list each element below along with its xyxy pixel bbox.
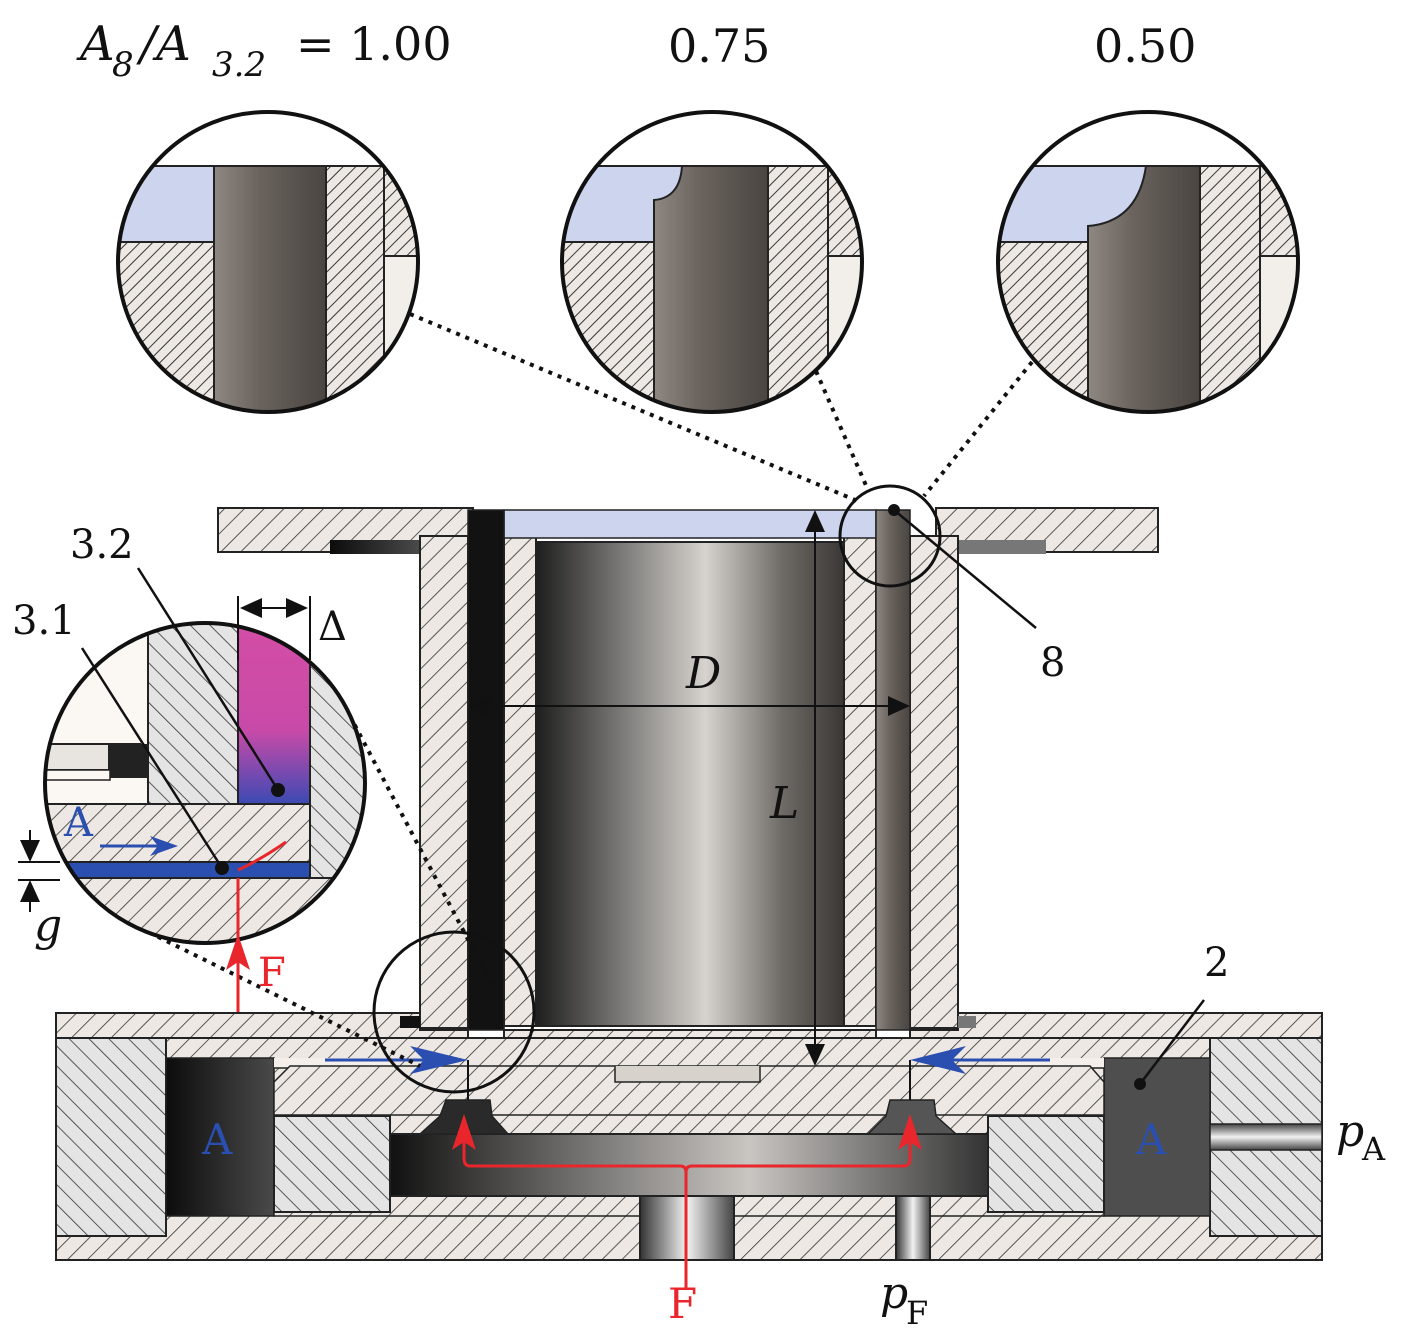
label-pa-sub: A <box>1361 1130 1386 1168</box>
ratio-title-sub8: 8 <box>112 45 134 85</box>
outer-wall-right <box>909 535 959 1029</box>
leader-3-2 <box>136 567 280 791</box>
discharge-channel-left <box>467 509 505 1031</box>
seal-left <box>400 1016 420 1028</box>
label-3-2: 3.2 <box>70 522 134 568</box>
labels: A 8 /A 3.2 = 1.00 0.75 0.50 3.2 3.1 Δ A … <box>12 16 1386 1332</box>
label-a-right-plenum: A <box>1135 1115 1167 1164</box>
gas-flow-arrow-right <box>910 1046 966 1074</box>
outer-wall-left <box>419 535 469 1029</box>
label-g: g <box>34 900 62 951</box>
gas-gap-channel <box>45 861 311 879</box>
inner-wall-right <box>843 535 877 1027</box>
label-f-bottom: F <box>668 1279 697 1328</box>
plenum-chamber-left <box>165 1057 275 1217</box>
label-f-left: F <box>258 950 286 996</box>
injector-right <box>866 1099 958 1135</box>
pa-sensor-pipe <box>1209 1123 1323 1151</box>
label-d: D <box>685 648 721 699</box>
leader-3-1 <box>80 647 224 869</box>
zoom-detail-ratio-050 <box>996 110 1300 414</box>
fuel-arrow-left <box>452 1114 476 1150</box>
zoom-detail-ratio-075 <box>560 110 864 414</box>
cylinder-base-notch <box>614 1066 761 1083</box>
label-delta: Δ <box>318 604 347 650</box>
inner-block-right <box>987 1115 1105 1213</box>
zoom-detail-anode-gap <box>18 567 367 1012</box>
plenum-chamber-right <box>1103 1057 1211 1217</box>
central-cylinder <box>535 541 845 1027</box>
exit-gas-region <box>503 509 877 539</box>
magnet-right <box>956 540 1046 554</box>
label-a-left-plenum: A <box>201 1115 233 1164</box>
zoom-detail-ratio-100 <box>116 110 420 414</box>
ratio-title-A: A <box>76 16 115 72</box>
fuel-flow-path-right <box>684 1122 912 1173</box>
ratio-label-050: 0.50 <box>1094 19 1196 73</box>
label-pa: p <box>1336 1106 1364 1157</box>
label-a-detail: A <box>63 800 94 846</box>
leader-2 <box>1139 999 1205 1085</box>
label-l: L <box>769 778 799 829</box>
inner-block-left <box>273 1115 391 1213</box>
gas-flow-arrow-left <box>410 1046 468 1074</box>
zoom-circle-exit <box>838 484 942 588</box>
leader-8 <box>893 509 1037 629</box>
pf-sensor-pipe <box>895 1195 931 1261</box>
ratio-title-sub32: 3.2 <box>212 45 266 85</box>
label-pf: p <box>880 1268 908 1319</box>
label-2: 2 <box>1204 940 1229 986</box>
ratio-title-value: = 1.00 <box>296 17 452 71</box>
label-pf-sub: F <box>906 1294 928 1332</box>
label-8: 8 <box>1040 640 1065 686</box>
zoom-circle-anode <box>372 930 536 1094</box>
thruster-cross-section <box>55 484 1323 1290</box>
fuel-arrow-right <box>898 1114 922 1150</box>
ratio-label-075: 0.75 <box>668 19 770 73</box>
magnet-left <box>330 540 420 554</box>
zoom-connectors <box>139 312 1034 1068</box>
discharge-channel-right <box>875 509 911 1031</box>
ratio-title-slash: /A <box>136 16 191 72</box>
label-3-1: 3.1 <box>12 598 76 644</box>
seal-right <box>958 1016 976 1028</box>
outer-block-left <box>55 1037 167 1237</box>
